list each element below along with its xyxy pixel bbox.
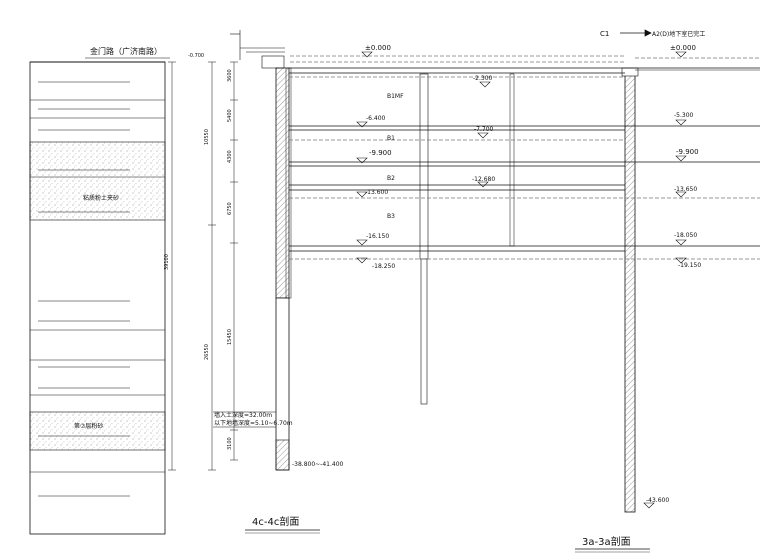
road-level: -0.700 [188, 53, 204, 59]
dim-f: 3100 [227, 437, 233, 450]
right-level-5300: -5.300 [674, 112, 694, 119]
top-detail [230, 30, 285, 69]
level-18250: -18.250 [372, 263, 395, 270]
soil-layer-sandy [29, 141, 166, 221]
floor-b1: B1 [387, 135, 395, 142]
section-title-left: 4c-4c剖面 [252, 515, 299, 528]
level-13600: -13.600 [365, 189, 388, 196]
right-diaphragm-wall [624, 69, 636, 513]
level-9900: -9.900 [369, 149, 392, 157]
dim-a: 3600 [227, 69, 233, 82]
dimension-chain-left [168, 61, 238, 471]
road-label: 金门路（广济南路） [90, 46, 162, 56]
level-16150: -16.150 [366, 233, 389, 240]
level-6400: -6.400 [366, 115, 386, 122]
level-top: ±0.000 [365, 44, 391, 52]
right-wall-cap [621, 67, 639, 77]
dim-lower: 26550 [204, 344, 210, 360]
section-title-right: 3a-3a剖面 [582, 535, 631, 548]
dim-b: 5400 [227, 109, 233, 122]
left-wall-inner [285, 67, 292, 299]
section-arrow-label: C1 [600, 30, 609, 38]
dim-e: 15450 [227, 329, 233, 345]
soil-column: 粘质粉土夹砂 第⑦层粉砂 [29, 61, 166, 535]
dim-upper: 10550 [204, 129, 210, 145]
center-pile [420, 258, 428, 405]
dim-d: 6750 [227, 202, 233, 215]
soil-label-1: 粘质粉土夹砂 [83, 194, 119, 202]
floor-b2: B2 [387, 175, 395, 182]
depth-notes: 墙入土深度=32.00m 以下地墙深度=5.10~6.70m [213, 411, 293, 428]
slabs [289, 55, 760, 260]
left-diaphragm-wall [275, 67, 290, 299]
level-7700: -7.700 [474, 126, 494, 133]
center-column [419, 73, 429, 260]
right-level-19150: -19.150 [678, 262, 701, 269]
soil-layer-sand [29, 411, 166, 451]
depth-note-1: 墙入土深度=32.00m [214, 411, 272, 419]
level-2300: -2.300 [473, 75, 493, 82]
left-wall-toe [275, 439, 290, 471]
soil-label-2: 第⑦层粉砂 [74, 422, 103, 430]
floor-b3: B3 [387, 213, 395, 220]
existing-basement-note: A2(D)地下室已完工 [652, 30, 705, 38]
right-level-43600: -43.600 [646, 497, 669, 504]
right-level-18050: -18.050 [674, 232, 697, 239]
depth-note-2: 以下地墙深度=5.10~6.70m [214, 419, 293, 427]
level-markers [356, 51, 687, 509]
right-level-9900: -9.900 [676, 148, 699, 156]
dim-c: 4300 [227, 150, 233, 163]
floor-b1mf: B1MF [387, 93, 404, 100]
dim-total: 39100 [164, 254, 170, 270]
strut-column [509, 73, 515, 247]
section-arrow [620, 29, 652, 37]
right-level-13650: -13.650 [674, 186, 697, 193]
level-12680: -12.680 [472, 176, 495, 183]
pile-tip-level: -38.800~-41.400 [292, 461, 344, 468]
right-level-top: ±0.000 [670, 44, 696, 52]
